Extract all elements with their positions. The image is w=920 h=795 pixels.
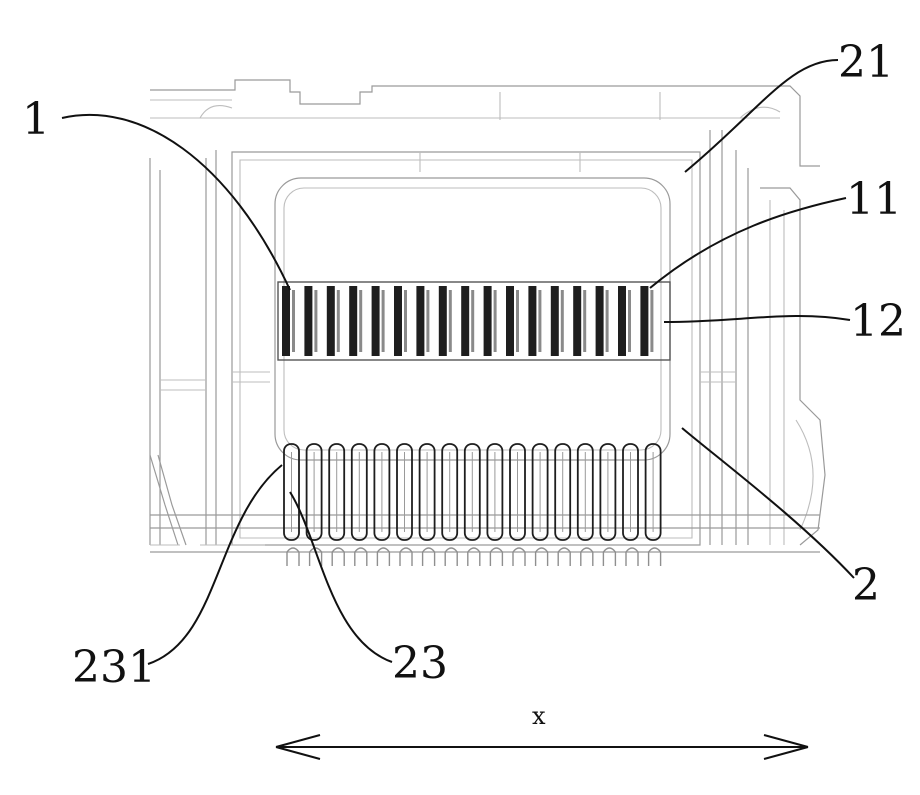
bottom-tooth [649, 548, 661, 566]
upper-terminal-bar [596, 286, 604, 356]
upper-terminal-bar [372, 286, 380, 356]
upper-terminal-shade [628, 290, 631, 352]
bottom-tooth [287, 548, 299, 566]
axis-label-x: x [532, 702, 546, 730]
upper-terminal-shade [449, 290, 452, 352]
upper-terminal-shade [650, 290, 653, 352]
label-12: 12 [850, 296, 906, 347]
bottom-tooth [400, 548, 412, 566]
bottom-tooth [377, 548, 389, 566]
lower-slot-row [284, 444, 661, 540]
upper-terminal-shade [314, 290, 317, 352]
upper-terminal-bar [506, 286, 514, 356]
bottom-tooth [626, 548, 638, 566]
upper-terminal-shade [583, 290, 586, 352]
upper-terminal-bar [304, 286, 312, 356]
upper-terminal-bar [349, 286, 357, 356]
upper-terminal-bar [416, 286, 424, 356]
bottom-tooth [468, 548, 480, 566]
bottom-tooth [332, 548, 344, 566]
label-23: 23 [392, 638, 448, 689]
upper-terminal-bar [484, 286, 492, 356]
upper-terminal-shade [538, 290, 541, 352]
upper-terminal-bar [394, 286, 402, 356]
upper-terminal-shade [606, 290, 609, 352]
bottom-tooth [603, 548, 615, 566]
bottom-tooth [536, 548, 548, 566]
bottom-tooth [490, 548, 502, 566]
leader-line-231 [148, 465, 282, 664]
upper-terminal-shade [561, 290, 564, 352]
label-2: 2 [852, 560, 880, 611]
label-1: 1 [22, 94, 50, 145]
upper-terminal-bar [282, 286, 290, 356]
upper-terminal-bar [528, 286, 536, 356]
bottom-tooth [355, 548, 367, 566]
upper-terminal-bar [573, 286, 581, 356]
bottom-tooth [558, 548, 570, 566]
label-231: 231 [72, 642, 156, 693]
label-21: 21 [838, 37, 894, 88]
leader-line-2 [682, 428, 854, 578]
upper-terminal-shade [292, 290, 295, 352]
leader-line-21 [685, 60, 838, 172]
upper-terminal-bar [618, 286, 626, 356]
upper-terminal-bar [461, 286, 469, 356]
upper-terminal-bar [439, 286, 447, 356]
upper-terminal-shade [404, 290, 407, 352]
upper-terminal-bar [327, 286, 335, 356]
upper-terminal-bar [640, 286, 648, 356]
bottom-tooth [445, 548, 457, 566]
upper-terminal-bar [551, 286, 559, 356]
upper-terminal-shade [471, 290, 474, 352]
upper-terminal-shade [426, 290, 429, 352]
bottom-tooth [513, 548, 525, 566]
upper-terminal-shade [494, 290, 497, 352]
upper-terminal-shade [516, 290, 519, 352]
upper-terminal-shade [337, 290, 340, 352]
leader-line-1 [62, 115, 290, 290]
upper-terminal-shade [359, 290, 362, 352]
upper-terminal-row [278, 282, 670, 360]
bottom-tooth [581, 548, 593, 566]
bottom-tooth [423, 548, 435, 566]
x-direction-arrow [276, 735, 808, 759]
upper-terminal-shade [382, 290, 385, 352]
bottom-tooth-row [287, 548, 661, 566]
label-11: 11 [846, 174, 902, 225]
leader-line-23 [290, 492, 392, 662]
